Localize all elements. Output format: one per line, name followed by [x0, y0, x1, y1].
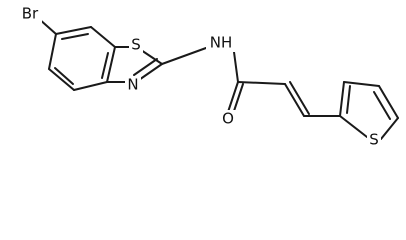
bond-thiophene-c4-c5 [378, 85, 399, 119]
bond-alpha-beta [284, 83, 305, 117]
bond-thiophene-c4-c5-double [373, 91, 391, 120]
bond-benzene-double-3 [54, 67, 74, 85]
atom-o: O [222, 110, 234, 128]
bond-thiophene-c2-c3-double [346, 85, 351, 114]
molecule-drawing: Br S N NH O S [18, 4, 399, 149]
bond-benzene-2 [90, 26, 116, 48]
bond-benzene-4 [73, 81, 108, 91]
bond-benzene-double-1 [61, 33, 89, 40]
atom-s-thiazole: S [131, 36, 141, 54]
atom-labels: Br S N NH O S [18, 5, 381, 149]
bond-benzene-5 [48, 68, 75, 91]
bond-alpha-beta-double [289, 81, 310, 115]
bond-carbonyl-o-2 [232, 83, 244, 115]
chemical-structure-canvas: Br S N NH O S [18, 4, 399, 149]
bond-nh-carbonyl [233, 51, 239, 83]
bonds [37, 17, 399, 140]
bond-benzene-3 [106, 46, 116, 83]
bond-benzene-6 [48, 33, 57, 70]
bond-thiophene-c2-c3 [339, 81, 345, 117]
bond-benzene-double-2 [101, 52, 109, 79]
bond-thiazole-c2-n-double [133, 58, 158, 76]
bond-thiophene-s-c2 [339, 115, 368, 138]
atom-n-thiazole: N [127, 76, 138, 94]
bond-c2-nh [161, 47, 207, 65]
atom-nh: NH [210, 34, 233, 52]
atom-br: Br [22, 5, 39, 23]
bond-carbonyl-o-1 [227, 81, 239, 113]
bond-thiophene-c3-c4 [343, 81, 380, 87]
bond-carbonyl-alpha [237, 81, 286, 85]
bond-thiazole-s-c2 [140, 49, 163, 65]
bond-benzene-1 [55, 26, 92, 35]
atom-s-thiophene: S [369, 131, 379, 149]
bond-thiophene-c5-s [380, 117, 399, 140]
